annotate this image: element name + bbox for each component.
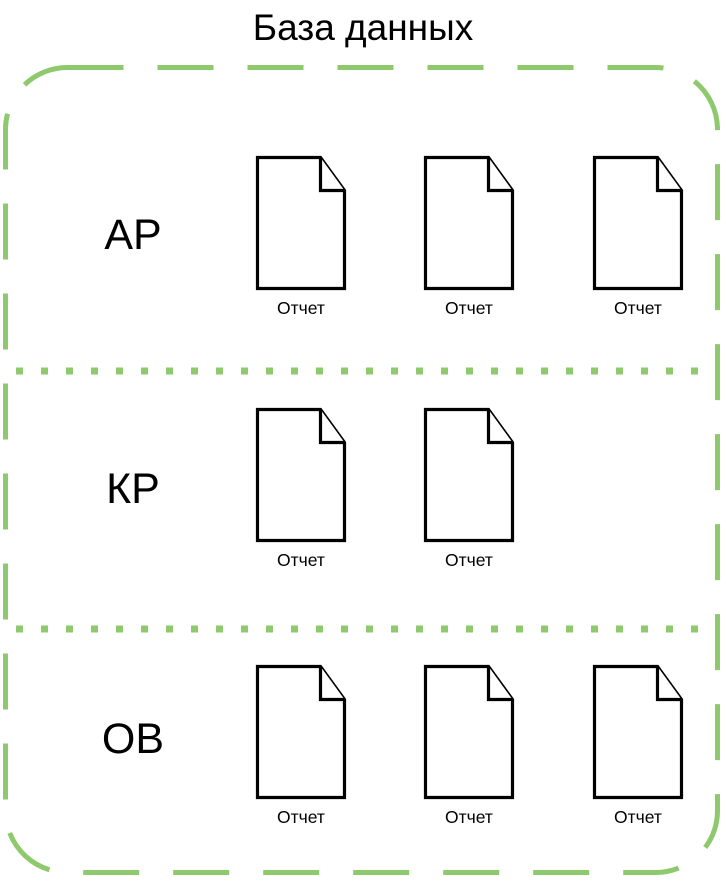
document-item[interactable]: Отчет — [423, 155, 515, 319]
document-item[interactable]: Отчет — [423, 664, 515, 828]
document-label: Отчет — [614, 807, 662, 827]
row-label-3: ОВ — [101, 715, 165, 763]
document-icon — [592, 155, 684, 291]
document-icon — [423, 407, 515, 543]
row-label-1: АР — [104, 211, 162, 259]
document-label: Отчет — [277, 298, 325, 318]
document-label: Отчет — [277, 807, 325, 827]
document-icon — [255, 407, 347, 543]
document-item[interactable]: Отчет — [255, 664, 347, 828]
document-icon — [423, 155, 515, 291]
document-icon — [255, 664, 347, 800]
document-label: Отчет — [614, 298, 662, 318]
document-icon — [255, 155, 347, 291]
document-label: Отчет — [445, 298, 493, 318]
document-label: Отчет — [445, 807, 493, 827]
document-item[interactable]: Отчет — [255, 155, 347, 319]
document-label: Отчет — [277, 550, 325, 570]
document-icon — [423, 664, 515, 800]
row-label-2: КР — [106, 465, 160, 513]
document-item[interactable]: Отчет — [592, 664, 684, 828]
document-label: Отчет — [445, 550, 493, 570]
document-item[interactable]: Отчет — [423, 407, 515, 571]
page-title: База данных — [252, 7, 474, 48]
document-item[interactable]: Отчет — [255, 407, 347, 571]
document-item[interactable]: Отчет — [592, 155, 684, 319]
document-icon — [592, 664, 684, 800]
